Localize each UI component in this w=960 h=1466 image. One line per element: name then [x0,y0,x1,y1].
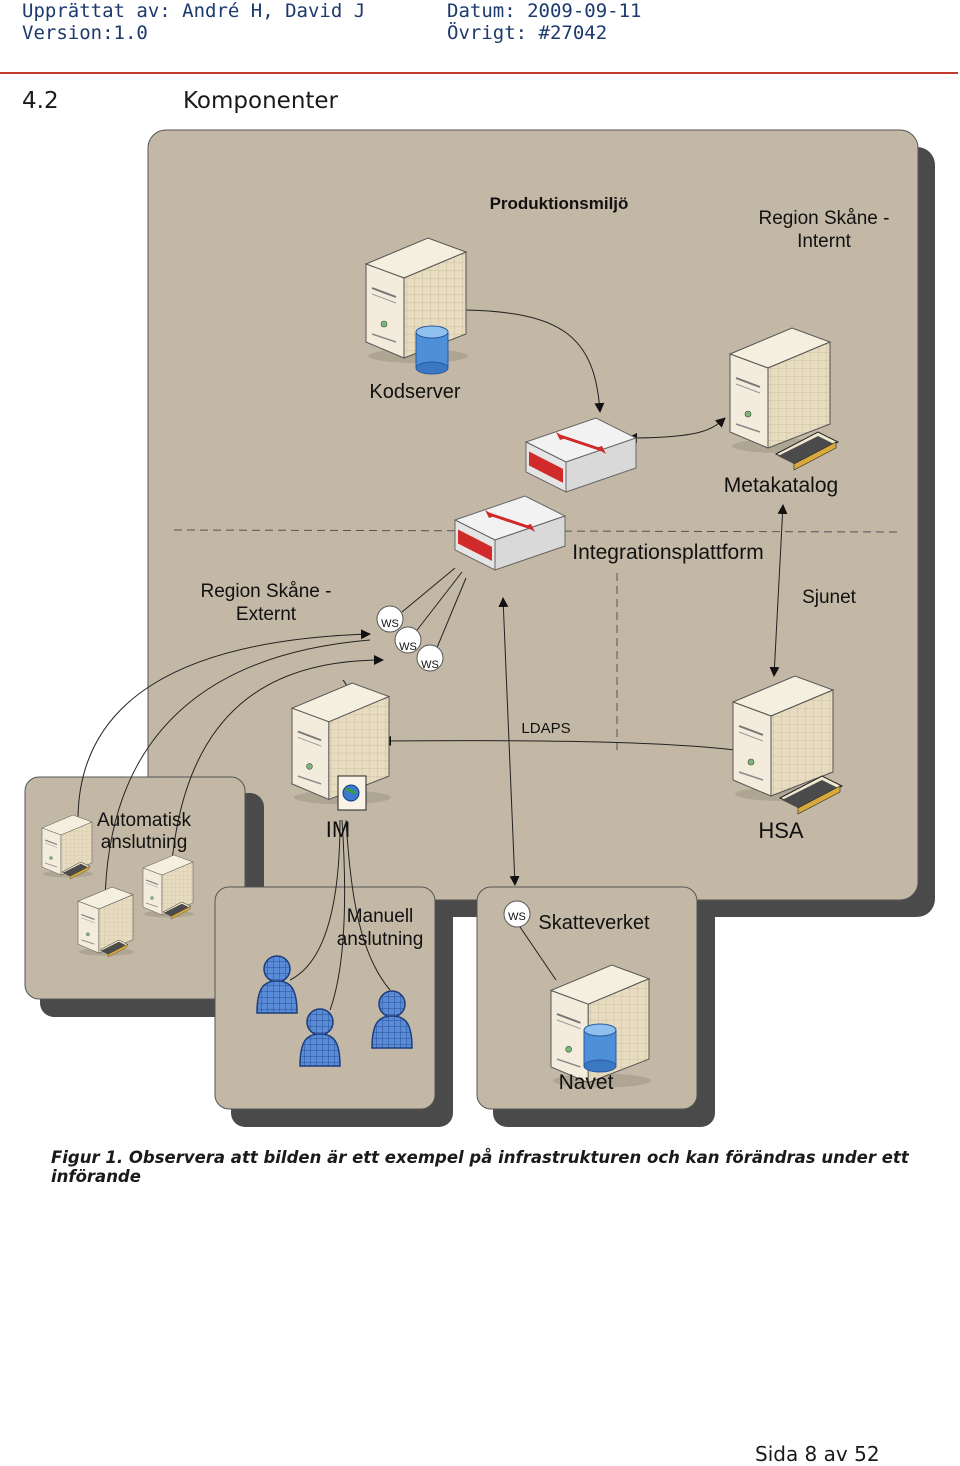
ws-endpoint: WS [503,900,531,928]
manuell-label: anslutning [337,929,424,950]
region-external-label: Region Skåne - [201,581,332,602]
connectors [77,309,788,1011]
im-label: IM [326,817,350,842]
sjunet-label: Sjunet [802,587,857,608]
header-version: Version:1.0 [22,22,148,44]
navet-label: Navet [559,1071,614,1094]
metakatalog-server-icon [729,327,839,471]
ws-endpoint: WS [394,626,422,654]
ws-endpoint: WS [416,644,444,672]
manuell-zone [214,886,453,1127]
automatisk-server-icon [142,854,195,920]
region-internal-label: Region Skåne - [759,208,890,229]
integrationsplattform-label: Integrationsplattform [572,541,763,564]
section-title: Komponenter [183,88,339,114]
svg-text:WS: WS [508,911,526,923]
ldaps-label: LDAPS [521,720,570,737]
figure-caption: Figur 1. Observera att bilden är ett exe… [51,1148,909,1186]
metakatalog-label: Metakatalog [724,474,838,497]
hsa-label: HSA [758,818,804,843]
section-number: 4.2 [22,88,59,114]
kodserver-label: Kodserver [369,381,460,403]
zone-title: Produktionsmiljö [490,194,629,213]
header-author: Upprättat av: André H, David J [22,0,366,22]
svg-text:WS: WS [421,659,439,671]
region-external-label: Externt [236,604,297,625]
header-rule [0,72,958,74]
hsa-server-icon [732,675,843,815]
region-internal-label: Internt [797,231,852,252]
im-server-icon [291,682,392,811]
manuell-label: Manuell [347,906,414,927]
header-date: Datum: 2009-09-11 [447,0,642,22]
ws-endpoint: WS [376,605,404,633]
skatteverket-label: Skatteverket [538,912,650,934]
svg-text:WS: WS [399,641,417,653]
automatisk-server-icon [41,814,94,880]
architecture-diagram: WS WS WS WS Produktionsmiljö Region Skån… [24,129,935,1127]
page-number: Sida 8 av 52 [755,1442,880,1466]
kodserver-server-icon [365,237,469,375]
automatisk-server-icon [77,886,135,958]
svg-text:WS: WS [381,618,399,630]
automatisk-label: anslutning [101,832,188,853]
header-other: Övrigt: #27042 [447,22,608,44]
automatisk-label: Automatisk [97,810,191,831]
